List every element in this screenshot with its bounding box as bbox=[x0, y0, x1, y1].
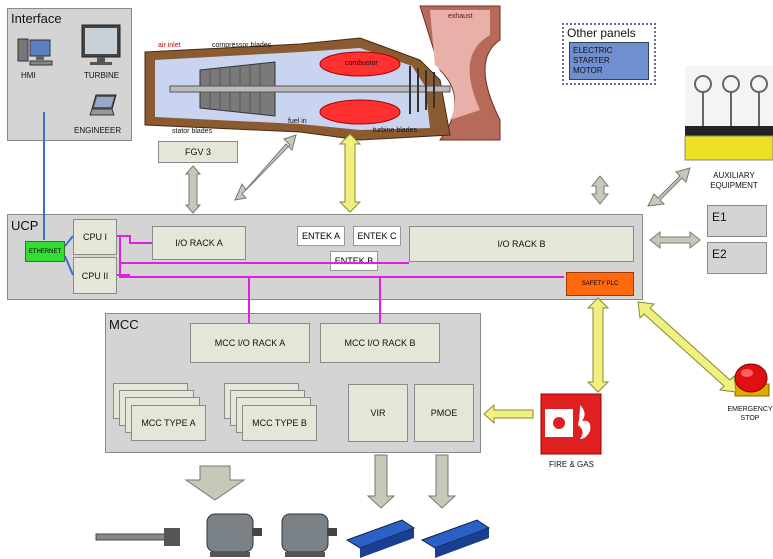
mcc-io-rack-b-box: MCC I/O RACK B bbox=[320, 323, 440, 363]
ucp-title: UCP bbox=[11, 218, 39, 233]
turbine-blades-label: turbine blades bbox=[373, 127, 417, 134]
turbine-label: TURBINE bbox=[84, 71, 120, 80]
safety-emergency-stop-arrow bbox=[637, 301, 737, 393]
e-panel-double-arrow bbox=[649, 230, 701, 250]
ethernet-switch: ETHERNET bbox=[25, 241, 65, 262]
auxiliary-equipment-icon bbox=[684, 66, 773, 161]
motor-icon bbox=[206, 513, 262, 557]
heater-probe-icon bbox=[95, 528, 180, 546]
pmoe-box: PMOE bbox=[414, 384, 474, 442]
entek-b-box: ENTEK B bbox=[330, 251, 378, 271]
auxiliary-equipment-label: AUXILIARY EQUIPMENT bbox=[710, 171, 758, 190]
fgv-double-arrow bbox=[184, 165, 202, 214]
mcc-io-rack-a-box: MCC I/O RACK A bbox=[190, 323, 310, 363]
compressor-blades-label: compressor blades bbox=[212, 42, 272, 49]
combustor-label: combustor bbox=[345, 60, 378, 67]
mcc-motor-arrow bbox=[184, 465, 246, 501]
entek-a-box: ENTEK A bbox=[297, 226, 345, 246]
stator-blades-label: stator blades bbox=[172, 128, 213, 135]
cpu-2-box: CPU II bbox=[73, 257, 117, 294]
emergency-stop-label: EMERGENCY STOP bbox=[727, 406, 773, 422]
entek-c-box: ENTEK C bbox=[353, 226, 401, 246]
mcc-type-b-box: MCC TYPE B bbox=[242, 405, 317, 441]
other-panels-group: Other panels ELECTRIC STARTER MOTOR bbox=[562, 23, 656, 85]
engineer-label: ENGINEEER bbox=[74, 126, 122, 135]
monitor-icon bbox=[81, 24, 121, 65]
electric-starter-motor-label: ELECTRIC STARTER MOTOR bbox=[573, 46, 613, 75]
hmi-icon bbox=[17, 38, 53, 66]
field-devices-illustration bbox=[95, 513, 491, 558]
air-inlet-label: air inlet bbox=[158, 42, 181, 49]
actuator-icon bbox=[420, 519, 491, 558]
io-rack-b-box: I/O RACK B bbox=[409, 226, 634, 262]
e1-label: E1 bbox=[712, 210, 727, 224]
interface-title: Interface bbox=[11, 11, 62, 26]
fire-gas-label: FIRE & GAS bbox=[549, 460, 594, 469]
auxiliary-double-arrow bbox=[590, 175, 610, 205]
fire-alarm-icon bbox=[540, 393, 602, 455]
mcc-type-a-box: MCC TYPE A bbox=[131, 405, 206, 441]
turbine-link-arrow bbox=[234, 134, 297, 201]
fgv-3-box: FGV 3 bbox=[158, 141, 238, 163]
ethernet-label: ETHERNET bbox=[28, 248, 62, 255]
cpu-1-box: CPU I bbox=[73, 219, 117, 255]
laptop-icon bbox=[89, 94, 117, 116]
auxiliary-equipment-arrow bbox=[647, 167, 691, 207]
hmi-label: HMI bbox=[21, 71, 36, 80]
e1-box: E1 bbox=[707, 205, 767, 237]
mcc-title: MCC bbox=[109, 317, 139, 332]
vir-box: VIR bbox=[348, 384, 408, 442]
io-rack-a-box: I/O RACK A bbox=[152, 226, 246, 260]
turbine-ucp-double-arrow bbox=[338, 133, 362, 213]
emergency-stop-icon bbox=[734, 363, 770, 397]
safety-fire-gas-double-arrow bbox=[586, 297, 610, 393]
actuator-icon bbox=[345, 519, 416, 558]
fire-gas-to-mcc-arrow bbox=[483, 403, 534, 425]
interface-panel: Interface HMI TURBINE ENGINEEER bbox=[7, 8, 132, 141]
e2-label: E2 bbox=[712, 247, 727, 261]
fuel-in-label: fuel in bbox=[288, 118, 307, 125]
safety-plc-box: SAFETY PLC bbox=[566, 272, 634, 296]
electric-starter-motor-box: ELECTRIC STARTER MOTOR bbox=[569, 42, 649, 80]
safety-plc-label: SAFETY PLC bbox=[581, 281, 619, 287]
other-panels-title: Other panels bbox=[567, 26, 636, 40]
motor-icon bbox=[281, 513, 337, 557]
e2-box: E2 bbox=[707, 242, 767, 274]
exhaust-label: exhaust bbox=[448, 13, 473, 20]
